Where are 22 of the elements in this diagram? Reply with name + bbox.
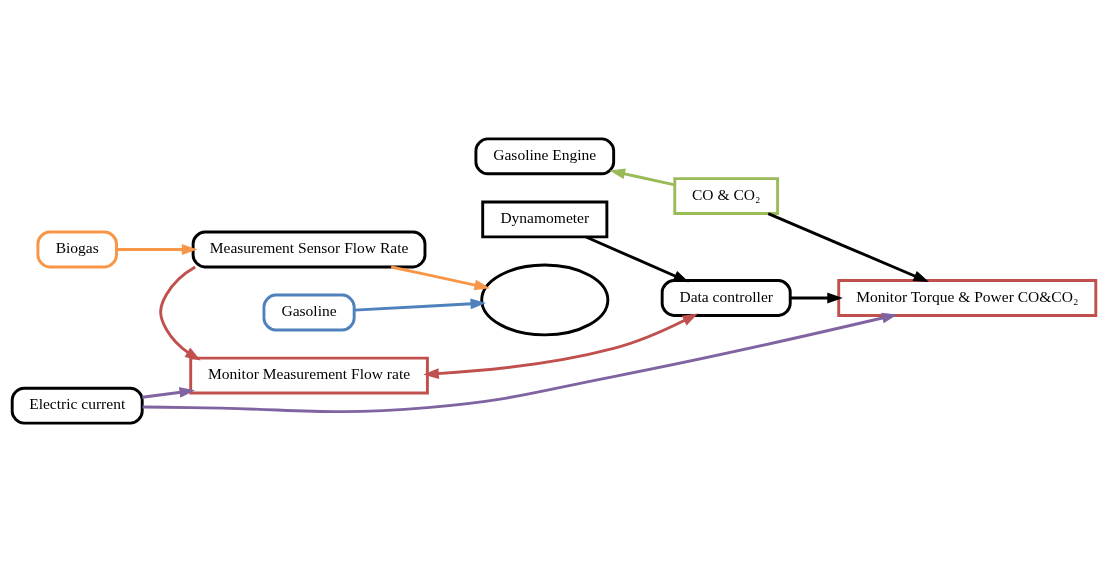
arrow xyxy=(354,298,487,312)
arrow xyxy=(609,168,676,187)
node-box: CO & CO₂ xyxy=(673,177,780,216)
arrow xyxy=(423,313,698,380)
node-box: Gasoline Engine xyxy=(474,137,616,176)
node-box: Monitor Measurement Flow rate xyxy=(189,356,429,395)
arrow xyxy=(767,212,929,283)
arrow xyxy=(390,265,490,291)
arrow xyxy=(142,387,196,399)
arrow xyxy=(142,312,898,414)
node-box: Biogas xyxy=(36,230,118,269)
arrow xyxy=(790,292,843,304)
arrow xyxy=(585,235,690,283)
arrow xyxy=(159,265,201,361)
node-box: Gasoline xyxy=(262,293,356,332)
node-box: Dynamometer xyxy=(481,200,609,239)
node-box: Electric current xyxy=(10,386,144,425)
arrow xyxy=(116,244,198,255)
node-ellipse xyxy=(480,263,610,337)
node-box: Measurement Sensor Flow Rate xyxy=(191,230,427,269)
node-box: Data controller xyxy=(660,279,792,317)
node-box: Monitor Torque & Power CO&CO₂ xyxy=(837,279,1098,317)
